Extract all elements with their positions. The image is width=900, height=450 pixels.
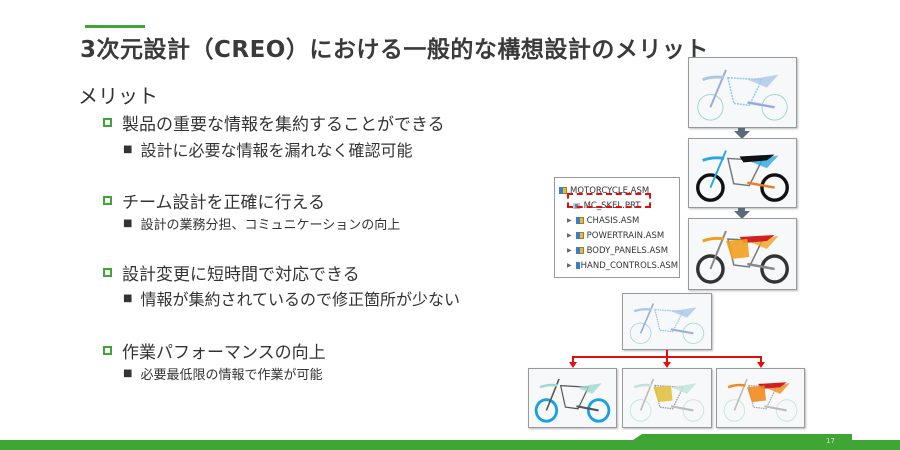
frame-model-image (688, 138, 797, 208)
square-bullet-icon: ■ (123, 368, 133, 379)
square-bullet-icon (103, 346, 112, 355)
down-arrow-icon (734, 131, 750, 139)
tree-label: MC_SKEL.PRT (583, 200, 641, 211)
full-model-image (688, 218, 797, 290)
tree-label: HAND_CONTROLS.ASM (580, 260, 679, 271)
tree-item-skeleton[interactable]: ▣MC_SKEL.PRT (559, 198, 675, 213)
expand-icon[interactable]: ▶ (567, 262, 572, 269)
sub-bullet-item: ■ 必要最低限の情報で作業が可能 (123, 364, 322, 383)
square-bullet-icon (103, 118, 112, 127)
tree-label: BODY_PANELS.ASM (586, 245, 669, 256)
bullet-text: チーム設計を正確に行える (122, 193, 325, 213)
down-arrow-icon (738, 208, 745, 213)
sub-bullet-text: 設計の業務分担、コミュニケーションの向上 (140, 218, 401, 233)
tree-item[interactable]: ▶ POWERTRAIN.ASM (559, 228, 675, 243)
part-icon: ▣ (573, 201, 581, 210)
slide-title: 3次元設計（CREO）における一般的な構想設計のメリット (80, 37, 709, 63)
bullet-text: 製品の重要な情報を集約することができる (122, 115, 445, 135)
tree-label: MOTORCYCLE.ASM (570, 185, 650, 196)
motorcycle-icon (534, 378, 611, 423)
tree-label: POWERTRAIN.ASM (586, 230, 665, 241)
square-bullet-icon: ■ (123, 143, 133, 155)
skeleton-model-image (688, 57, 797, 128)
bullet-item: 製品の重要な情報を集約することができる (103, 110, 445, 135)
motorcycle-icon (697, 69, 788, 121)
down-arrow-icon (734, 211, 750, 219)
sub-bullet-item: ■ 情報が集約されているので修正箇所が少ない (123, 286, 460, 310)
motorcycle-icon (629, 303, 705, 344)
tree-item[interactable]: ▶ BODY_PANELS.ASM (559, 243, 675, 258)
skeleton-model-image (622, 293, 712, 350)
sub-bullet-text: 必要最低限の情報で作業が可能 (140, 368, 323, 383)
sub-bullet-item: ■ 設計に必要な情報を漏れなく確認可能 (123, 137, 412, 161)
footer-bar-raised (630, 434, 852, 442)
tree-item-root[interactable]: MOTORCYCLE.ASM (559, 183, 675, 198)
bullet-item: チーム設計を正確に行える (103, 188, 325, 213)
page-number: 17 (826, 437, 835, 445)
sub-bullet-text: 情報が集約されているので修正箇所が少ない (140, 290, 460, 309)
red-connector (760, 356, 762, 363)
footer-bar (0, 440, 900, 450)
title-accent-line (85, 25, 145, 28)
expand-icon[interactable]: ▶ (567, 247, 572, 254)
square-bullet-icon: ■ (123, 292, 133, 304)
powertrain-model-image (622, 368, 712, 428)
bullet-item: 設計変更に短時間で対応できる (103, 260, 360, 285)
motorcycle-icon (629, 378, 705, 422)
sub-bullet-text: 設計に必要な情報を漏れなく確認可能 (140, 141, 413, 160)
bullet-item: 作業パフォーマンスの向上 (103, 338, 326, 363)
red-connector (572, 356, 574, 363)
assembly-icon (575, 232, 584, 239)
assembly-icon (575, 217, 584, 224)
body-panels-model-image (716, 368, 805, 428)
tree-label: CHASIS.ASM (586, 215, 640, 226)
assembly-icon (575, 247, 584, 254)
down-arrow-icon (738, 128, 745, 133)
skeleton-highlight-box (567, 193, 651, 208)
motorcycle-icon (723, 378, 798, 422)
expand-icon[interactable]: ▶ (567, 232, 572, 239)
red-connector (666, 350, 668, 357)
assembly-icon (559, 187, 567, 194)
bullet-text: 設計変更に短時間で対応できる (122, 265, 360, 285)
tree-item[interactable]: ▶ CHASIS.ASM (559, 213, 675, 228)
square-bullet-icon (103, 268, 112, 277)
red-connector (666, 356, 668, 363)
motorcycle-icon (696, 230, 789, 284)
red-arrow-icon (757, 362, 765, 368)
red-arrow-icon (569, 362, 577, 368)
square-bullet-icon: ■ (123, 218, 133, 229)
square-bullet-icon (103, 196, 112, 205)
chassis-model-image (528, 368, 617, 428)
tree-item[interactable]: ▶ HAND_CONTROLS.ASM (559, 258, 678, 273)
sub-bullet-item: ■ 設計の業務分担、コミュニケーションの向上 (123, 214, 400, 233)
motorcycle-icon (696, 150, 789, 202)
expand-icon[interactable]: ▶ (567, 217, 572, 224)
red-arrow-icon (663, 362, 671, 368)
assembly-icon (575, 262, 580, 269)
bullet-text: 作業パフォーマンスの向上 (122, 343, 326, 363)
section-heading: メリット (78, 84, 158, 108)
